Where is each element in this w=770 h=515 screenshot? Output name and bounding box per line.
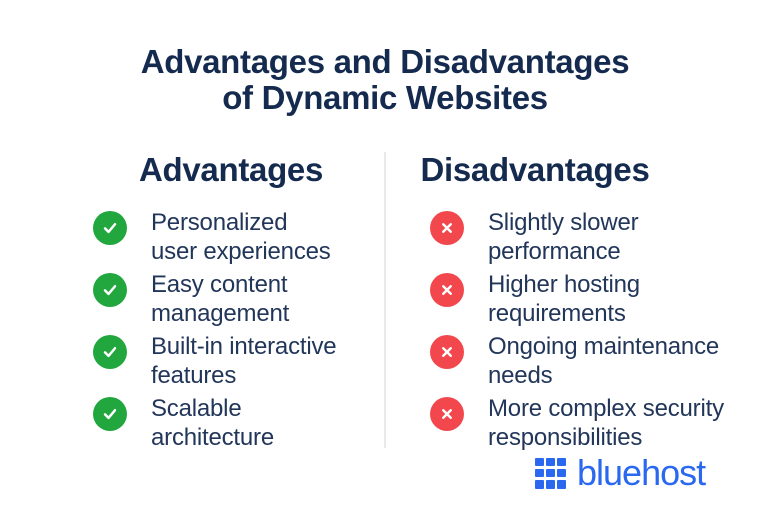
advantages-list: Personalized user experiences Easy conte…: [93, 208, 378, 456]
advantages-header: Advantages: [138, 151, 324, 188]
bluehost-logo: bluehost: [535, 452, 706, 493]
list-item: Easy content management: [93, 270, 378, 328]
item-line: Higher hosting: [488, 271, 640, 298]
list-item: Personalized user experiences: [93, 208, 378, 266]
disadvantages-list: Slightly slower performance Higher hosti…: [430, 208, 724, 456]
bluehost-grid-icon: [535, 457, 566, 489]
page-title: Advantages and Disadvantages of Dynamic …: [0, 44, 770, 116]
item-text: Built-in interactive features: [151, 332, 337, 390]
item-text: Slightly slower performance: [488, 208, 639, 266]
item-line: Personalized: [151, 209, 288, 236]
item-line: management: [151, 300, 290, 327]
item-line: user experiences: [151, 238, 331, 265]
item-text: More complex security responsibilities: [488, 394, 724, 452]
list-item: Built-in interactive features: [93, 332, 378, 390]
check-icon: [93, 397, 127, 431]
item-text: Scalable architecture: [151, 394, 274, 452]
item-line: responsibilities: [488, 424, 643, 451]
list-item: Ongoing maintenance needs: [430, 332, 720, 390]
page-title-line2: of Dynamic Websites: [222, 79, 548, 116]
check-icon: [93, 211, 127, 245]
page-title-line1: Advantages and Disadvantages: [140, 43, 630, 80]
list-item: Scalable architecture: [93, 394, 378, 452]
item-line: Easy content: [151, 271, 288, 298]
x-icon: [430, 211, 464, 245]
item-line: architecture: [151, 424, 274, 451]
x-icon: [430, 335, 464, 369]
item-line: More complex security: [488, 395, 724, 422]
item-text: Personalized user experiences: [151, 208, 331, 266]
disadvantages-header: Disadvantages: [420, 151, 650, 188]
item-line: needs: [488, 362, 553, 389]
check-icon: [93, 335, 127, 369]
list-item: More complex security responsibilities: [430, 394, 724, 452]
item-line: performance: [488, 238, 621, 265]
check-icon: [93, 273, 127, 307]
item-line: Built-in interactive: [151, 333, 337, 360]
item-line: features: [151, 362, 237, 389]
item-line: Ongoing maintenance: [488, 333, 720, 360]
item-text: Easy content management: [151, 270, 289, 328]
bluehost-wordmark: bluehost: [577, 452, 706, 493]
x-icon: [430, 273, 464, 307]
list-item: Slightly slower performance: [430, 208, 720, 266]
item-line: Slightly slower: [488, 209, 639, 236]
item-text: Higher hosting requirements: [488, 270, 640, 328]
list-item: Higher hosting requirements: [430, 270, 720, 328]
x-icon: [430, 397, 464, 431]
item-line: Scalable: [151, 395, 242, 422]
column-divider: [384, 152, 386, 448]
item-line: requirements: [488, 300, 626, 327]
item-text: Ongoing maintenance needs: [488, 332, 719, 390]
